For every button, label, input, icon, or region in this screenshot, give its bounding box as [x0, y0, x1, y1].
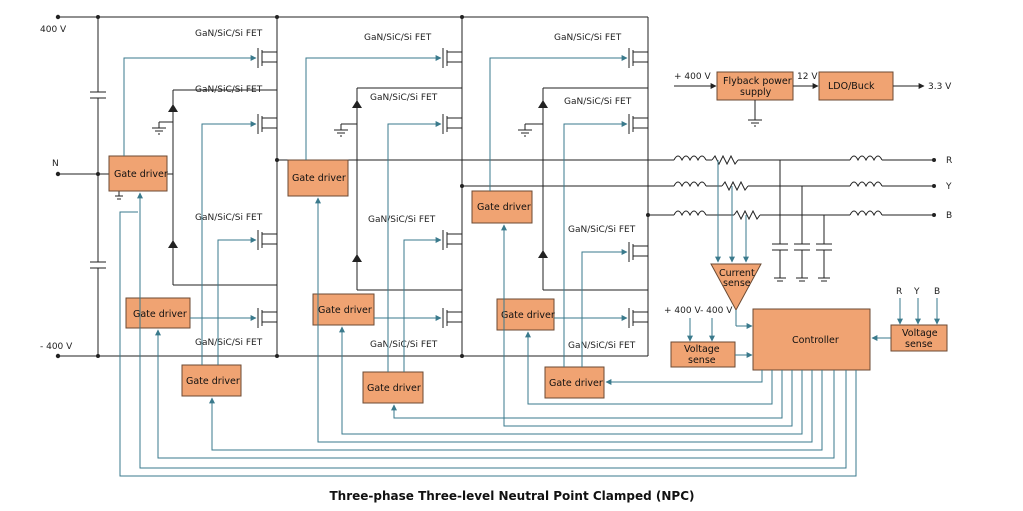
fet-label: GaN/SiC/Si FET [195, 85, 263, 95]
fet-label: GaN/SiC/Si FET [368, 215, 436, 225]
gate-driver-box [108, 155, 168, 192]
phase-voltage-sense-box [890, 324, 948, 352]
gate-driver-box [287, 159, 349, 197]
fet-label: GaN/SiC/Si FET [364, 33, 432, 43]
fet-label: GaN/SiC/Si FET [370, 93, 438, 103]
dc-voltage-sense-label: Voltage [684, 344, 720, 355]
neg-rail-label: - 400 V [40, 342, 73, 352]
power-supply [674, 71, 925, 127]
gate-driver-box [471, 190, 533, 224]
dc-bus [55, 14, 648, 359]
gate-driver-box [362, 371, 424, 404]
gate-driver-box [181, 364, 242, 397]
current-sense-label: Current [719, 268, 755, 279]
controller-label: Controller [792, 335, 839, 346]
pos-rail-label: 400 V [40, 25, 67, 35]
gate-driver-box [496, 298, 555, 331]
phase-voltage-sense-label: sense [905, 339, 933, 350]
fet-label: GaN/SiC/Si FET [195, 213, 263, 223]
current-sense-label: sense [723, 278, 751, 289]
gate-driver-label: Gate driver [318, 305, 372, 316]
flyback-label: supply [740, 87, 772, 98]
phase-label-r: R [946, 156, 952, 166]
fet-label: GaN/SiC/Si FET [568, 225, 636, 235]
gate-driver-label: Gate driver [549, 378, 603, 389]
power-mid-label: 12 V [797, 72, 818, 82]
controller-box [752, 308, 871, 371]
figure-caption: Three-phase Three-level Neutral Point Cl… [329, 489, 694, 503]
gate-drivers [108, 155, 605, 404]
gate-driver-label: Gate driver [501, 310, 555, 321]
gate-driver-label: Gate driver [367, 383, 421, 394]
controller-signal-bus [119, 192, 857, 477]
ldo-label: LDO/Buck [828, 81, 875, 92]
ground-symbols [115, 121, 543, 200]
fet-label: GaN/SiC/Si FET [195, 338, 263, 348]
fet-label: GaN/SiC/Si FET [568, 341, 636, 351]
sense-phase-r: R [896, 287, 902, 297]
dc-voltage-sense-label: sense [688, 355, 716, 366]
dc-voltage-sense-box [670, 341, 736, 368]
gate-driver-label: Gate driver [477, 202, 531, 213]
gate-driver-label: Gate driver [186, 376, 240, 387]
phase-label-y: Y [945, 182, 952, 192]
phase-leg-2 [352, 15, 464, 358]
gate-driver-label: Gate driver [114, 169, 168, 180]
sense-phase-b: B [934, 287, 940, 297]
gate-driver-box [312, 293, 375, 326]
power-input-label: + 400 V [674, 72, 711, 82]
phase-outputs [277, 154, 936, 282]
phase-label-b: B [946, 211, 952, 221]
fet-label: GaN/SiC/Si FET [195, 29, 263, 39]
phase-leg-3 [538, 17, 650, 356]
gate-driver-box [544, 366, 605, 399]
dc-sense-input-label: + 400 V- 400 V [664, 306, 733, 316]
gate-signals [123, 55, 628, 372]
phase-leg-1 [110, 15, 279, 358]
current-sense [710, 160, 762, 329]
gate-driver-label: Gate driver [133, 309, 187, 320]
fet-label: GaN/SiC/Si FET [564, 97, 632, 107]
sense-phase-y: Y [913, 287, 920, 297]
fet-label: GaN/SiC/Si FET [554, 33, 622, 43]
phase-voltage-sense-label: Voltage [902, 328, 938, 339]
gate-driver-box [125, 297, 191, 329]
neutral-label: N [52, 159, 59, 169]
gate-driver-label: Gate driver [292, 173, 346, 184]
power-output-label: 3.3 V [928, 82, 952, 92]
flyback-label: Flyback power [723, 76, 792, 87]
